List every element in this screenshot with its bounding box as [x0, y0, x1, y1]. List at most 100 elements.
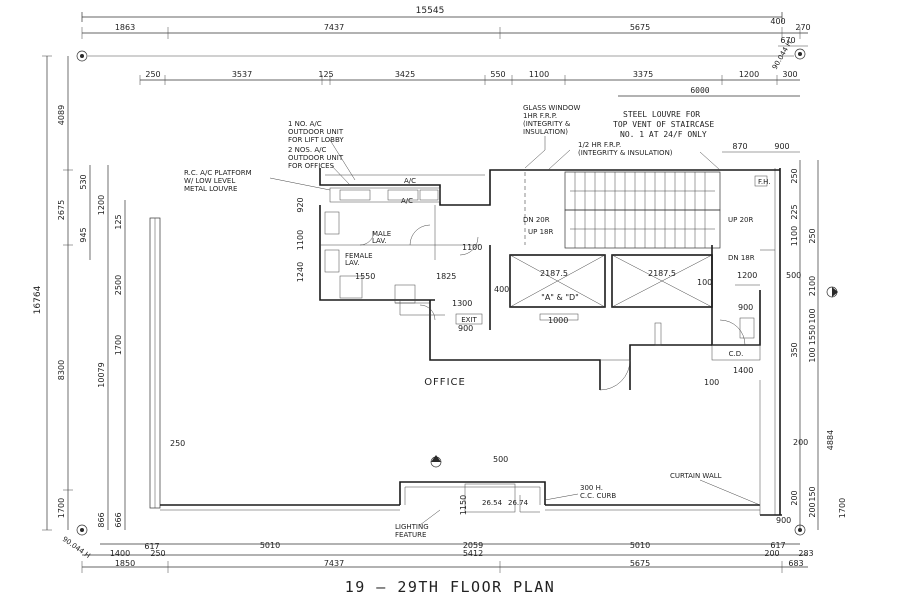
dim-r-200: 200	[790, 490, 799, 505]
dim-int-1150: 1150	[459, 495, 468, 515]
grid-bubble-tr	[794, 48, 806, 60]
dim-int-1100: 1100	[462, 243, 482, 252]
rc-platform-line3: METAL LOUVRE	[184, 185, 237, 193]
dim-b2-5412: 5412	[463, 549, 483, 558]
dim-left-1700b: 1700	[114, 335, 123, 355]
dim-left-530: 530	[79, 174, 88, 189]
dim-int-1400: 1400	[733, 366, 753, 375]
dim-top-270: 270	[795, 23, 810, 32]
right-dimensions: 250 225 1100 250 2100 500 100 1550 350 1…	[786, 160, 847, 530]
level-bottom-left: 90.044 H	[61, 535, 92, 560]
level-26-54: 26.54	[482, 499, 503, 507]
dim-r3-1100: 1100	[529, 70, 549, 79]
dim-top-5675: 5675	[630, 23, 650, 32]
dim-r-200b: 200	[808, 502, 817, 517]
stair-up-20r: UP 20R	[728, 216, 753, 224]
cc-curb-line2: C.C. CURB	[580, 492, 616, 500]
glass-window-line1: GLASS WINDOW	[523, 104, 581, 112]
dim-b2-1400: 1400	[110, 549, 130, 558]
dim-r-100b: 100	[808, 347, 817, 362]
left-dimensions: 16764 4089 2675 8300 1700 530 945 1200 1…	[33, 55, 305, 560]
dim-overall-width: 15545	[416, 6, 445, 16]
grid-bubble-tl	[76, 50, 88, 62]
dim-overall-height: 16764	[33, 285, 43, 314]
steel-louvre-line1: STEEL LOUVRE FOR	[623, 110, 700, 119]
curtain-wall-label: CURTAIN WALL	[670, 472, 722, 480]
dim-r-100: 100	[808, 308, 817, 323]
female-lav-line1: FEMALE	[345, 252, 373, 260]
dim-left-920: 920	[296, 197, 305, 212]
male-lav-line2: LAV.	[372, 237, 387, 245]
glass-window-line3: (INTEGRITY &	[523, 120, 571, 128]
dim-int-100b: 100	[704, 378, 719, 387]
dim-int-250: 250	[170, 439, 185, 448]
lift-a-width: 2187.5	[540, 269, 568, 278]
dim-left-1100: 1100	[296, 230, 305, 250]
lift-a	[509, 254, 606, 308]
lighting-line2: FEATURE	[395, 531, 426, 539]
dim-r-1100: 1100	[790, 226, 799, 246]
dim-top-400: 400	[770, 17, 785, 26]
lift-group-label: "A" & "D"	[541, 293, 579, 302]
dim-r-225: 225	[790, 204, 799, 219]
ac-lift-line2: OUTDOOR UNIT	[288, 128, 344, 136]
half-hr-line1: 1/2 HR F.R.P.	[578, 141, 621, 149]
dim-b2-283: 283	[798, 549, 813, 558]
stair-dn-20r: DN 20R	[523, 216, 550, 224]
dim-int-200: 200	[793, 438, 808, 447]
ac-office-line1: 2 NOS. A/C	[288, 146, 326, 154]
dim-b1-5010a: 5010	[260, 541, 280, 550]
dim-r3-3375: 3375	[633, 70, 653, 79]
dim-b2-200: 200	[764, 549, 779, 558]
cc-curb-line1: 300 H.	[580, 484, 603, 492]
exit-sign: EXIT	[461, 316, 477, 324]
half-hr-line2: (INTEGRITY & INSULATION)	[578, 149, 673, 157]
dim-900-top: 900	[774, 142, 789, 151]
stair-up-18r: UP 18R	[528, 228, 553, 236]
dim-top-670: 670	[780, 36, 795, 45]
dim-b2-250: 250	[150, 549, 165, 558]
dim-left-8300: 8300	[57, 360, 66, 380]
stair-treads	[574, 172, 706, 248]
annotations: OFFICE 1 NO. A/C OUTDOOR UNIT FOR LIFT L…	[170, 104, 808, 539]
dim-top-1863: 1863	[115, 23, 135, 32]
dim-top-7437: 7437	[324, 23, 344, 32]
dim-870: 870	[732, 142, 747, 151]
ac-office-line2: OUTDOOR UNIT	[288, 154, 344, 162]
dim-left-2500: 2500	[114, 275, 123, 295]
dim-int-1825: 1825	[436, 272, 456, 281]
building-outline: A/C A/C	[149, 168, 838, 536]
dim-left-4089: 4089	[57, 105, 66, 125]
dim-b1-2059: 2059	[463, 541, 483, 550]
dim-left-866: 866	[97, 512, 106, 527]
dim-r3-125: 125	[318, 70, 333, 79]
dim-b1-617b: 617	[770, 541, 785, 550]
dim-int-1000: 1000	[548, 316, 568, 325]
fh-label: F.H.	[758, 178, 771, 186]
female-lav-line2: LAV.	[345, 259, 360, 267]
grid-bubble-bl	[76, 524, 88, 536]
lift-d-width: 2187.5	[648, 269, 676, 278]
dim-r3-250: 250	[145, 70, 160, 79]
bottom-dimensions: 617 5010 2059 5010 617 1400 250 5412 200…	[81, 541, 814, 573]
dim-b1-5010b: 5010	[630, 541, 650, 550]
ac-office-line3: FOR OFFICES	[288, 162, 335, 170]
dim-b3-5675: 5675	[630, 559, 650, 568]
dim-r-4884: 4884	[826, 430, 835, 450]
dim-r3-300: 300	[782, 70, 797, 79]
dim-r-500: 500	[786, 271, 801, 280]
dim-left-945: 945	[79, 227, 88, 242]
dim-6000: 6000	[690, 86, 709, 95]
dim-left-125: 125	[114, 214, 123, 229]
level-26-74: 26.74	[508, 499, 529, 507]
ac-platform-label: A/C	[404, 177, 416, 185]
dim-int-400: 400	[494, 285, 509, 294]
ac-unit-label: A/C	[401, 197, 413, 205]
cd-label: C.D.	[729, 350, 744, 358]
dim-left-1200: 1200	[97, 195, 106, 215]
dim-int-900c: 900	[776, 516, 791, 525]
dim-r-350: 350	[790, 342, 799, 357]
dim-left-1700: 1700	[57, 498, 66, 518]
dim-r3-3537: 3537	[232, 70, 252, 79]
